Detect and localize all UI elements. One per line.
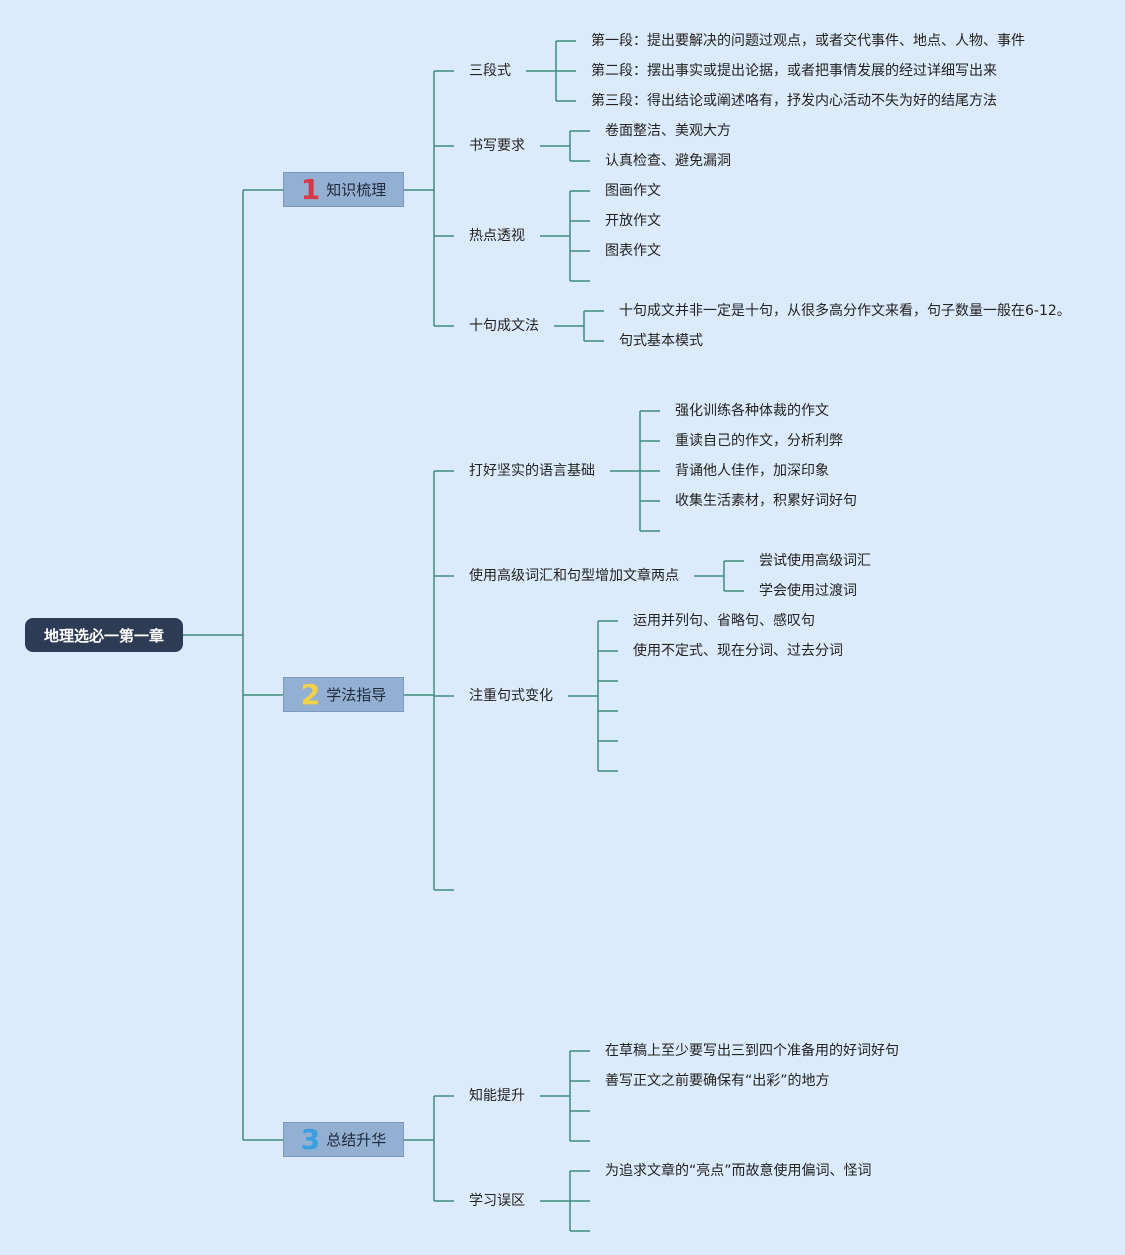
- leaf-item[interactable]: 十句成文并非一定是十句，从很多高分作文来看，句子数量一般在6-12。: [619, 303, 1071, 319]
- leaf-item[interactable]: 收集生活素材，积累好词好句: [675, 493, 857, 509]
- root-label: 地理选必一第一章: [43, 626, 164, 645]
- section-knowledge[interactable]: 1 知识梳理: [283, 172, 404, 207]
- leaf-item[interactable]: 图表作文: [605, 243, 661, 259]
- leaf-item[interactable]: 强化训练各种体裁的作文: [675, 403, 829, 419]
- leaf-item[interactable]: 重读自己的作文，分析利弊: [675, 433, 843, 449]
- leaf-item[interactable]: 第二段：摆出事实或提出论据，或者把事情发展的经过详细写出来: [591, 63, 997, 79]
- leaf-item[interactable]: 为追求文章的“亮点”而故意使用偏词、怪词: [605, 1163, 872, 1179]
- section-method[interactable]: 2 学法指导: [283, 677, 404, 712]
- leaf-item[interactable]: 卷面整洁、美观大方: [605, 123, 731, 139]
- leaf-item[interactable]: 第三段：得出结论或阐述咯有，抒发内心活动不失为好的结尾方法: [591, 93, 997, 109]
- leaf-item[interactable]: 尝试使用高级词汇: [759, 553, 871, 569]
- leaf-item[interactable]: 开放作文: [605, 213, 661, 229]
- section-label: 学法指导: [326, 686, 387, 704]
- section-summary[interactable]: 3 总结升华: [283, 1122, 404, 1157]
- topic-ten-sentence[interactable]: 十句成文法: [469, 318, 539, 334]
- topic-three-part[interactable]: 三段式: [469, 63, 511, 79]
- leaf-item[interactable]: 运用并列句、省略句、感叹句: [633, 613, 815, 629]
- topic-advanced-vocabulary[interactable]: 使用高级词汇和句型增加文章两点: [469, 568, 679, 584]
- number-2-icon: 2: [300, 677, 321, 711]
- number-3-icon: 3: [300, 1122, 321, 1156]
- topic-language-foundation[interactable]: 打好坚实的语言基础: [469, 463, 595, 479]
- root-node[interactable]: 地理选必一第一章: [25, 618, 183, 652]
- topic-writing-requirements[interactable]: 书写要求: [469, 138, 525, 154]
- leaf-item[interactable]: 学会使用过渡词: [759, 583, 857, 599]
- leaf-item[interactable]: 句式基本模式: [619, 333, 703, 349]
- section-label: 知识梳理: [326, 181, 387, 199]
- leaf-item[interactable]: 使用不定式、现在分词、过去分词: [633, 643, 843, 659]
- topic-learning-pitfalls[interactable]: 学习误区: [469, 1193, 525, 1209]
- topic-skill-improvement[interactable]: 知能提升: [469, 1088, 525, 1104]
- leaf-item[interactable]: 在草稿上至少要写出三到四个准备用的好词好句: [605, 1043, 899, 1059]
- leaf-item[interactable]: 第一段：提出要解决的问题过观点，或者交代事件、地点、人物、事件: [591, 33, 1025, 49]
- leaf-item[interactable]: 善写正文之前要确保有“出彩”的地方: [605, 1073, 830, 1089]
- topic-sentence-variation[interactable]: 注重句式变化: [469, 688, 553, 704]
- section-label: 总结升华: [326, 1131, 387, 1149]
- number-1-icon: 1: [300, 172, 321, 206]
- leaf-item[interactable]: 认真检查、避免漏洞: [605, 153, 731, 169]
- topic-hot-topics[interactable]: 热点透视: [469, 228, 525, 244]
- leaf-item[interactable]: 图画作文: [605, 183, 661, 199]
- leaf-item[interactable]: 背诵他人佳作，加深印象: [675, 463, 829, 479]
